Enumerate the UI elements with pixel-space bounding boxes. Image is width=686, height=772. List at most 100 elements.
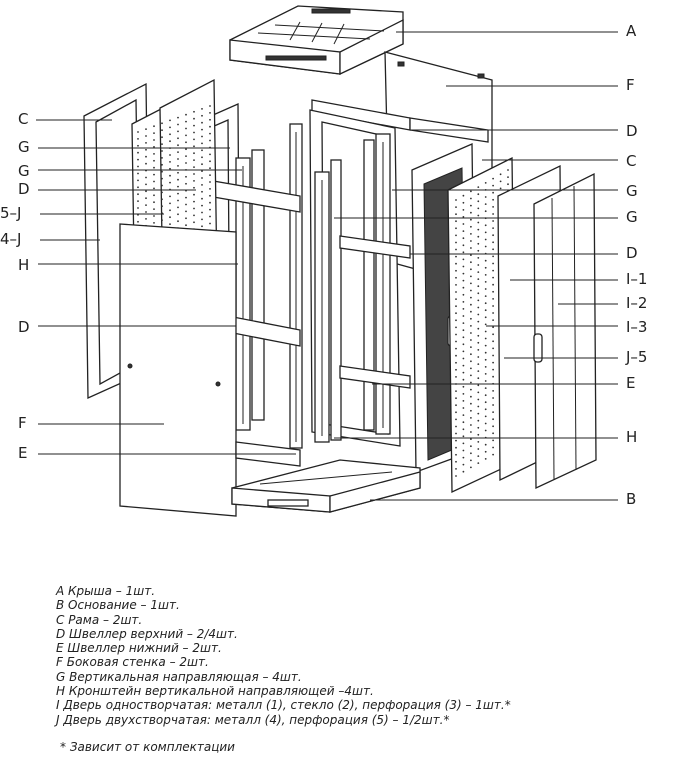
perforation-dot [455,305,457,308]
perforation-dot [462,393,465,395]
perforation-dot [201,108,203,110]
perforation-dot [462,258,465,261]
perforation-dot [177,158,179,160]
perforation-dot [492,319,494,321]
perforation-dot [462,343,465,346]
perforation-dot [209,222,211,225]
perforation-dot [492,177,494,180]
callout-label: H [626,428,637,446]
perforation-dot [455,269,457,272]
perforation-dot [137,158,139,161]
perforation-dot [169,119,171,122]
perforation-dot [470,218,472,221]
perforation-dot [153,125,155,128]
perforation-dot [145,204,147,207]
perforation-dot [484,351,487,354]
perforation-dot [470,303,472,306]
perforation-dot [477,327,480,330]
perforation-dot [209,105,211,107]
perforation-dot [185,141,187,144]
perforation-dot [462,364,465,367]
perforation-dot [462,315,465,317]
perforation-dot [185,217,187,220]
perforation-dot [470,275,472,278]
perforation-dot [177,192,179,195]
perforation-dot [455,262,457,265]
perforation-dot [484,323,487,326]
perforation-dot [169,161,171,163]
perforation-dot [470,417,472,419]
perforation-dot [455,213,457,216]
perforation-dot [477,349,480,351]
perforation-dot [169,216,171,219]
perforation-dot [209,139,211,142]
perforation-dot [145,211,147,213]
perforation-dot [185,148,187,151]
legend-row-i: I Дверь одностворчатая: металл (1), стек… [56,698,511,713]
perforation-dot [462,350,465,353]
perforation-dot [499,187,502,190]
perforation-dot [177,178,179,181]
perforation-dot [477,356,480,358]
perforation-dot [455,199,457,201]
perforation-dot [209,215,211,218]
perforation-dot [201,114,203,117]
perforation-dot [462,201,465,204]
perforation-dot [477,448,480,450]
perforation-dot [177,144,179,147]
perforation-dot [455,418,457,421]
perforation-dot [137,144,139,147]
perforation-dot [455,234,457,237]
perforation-dot [462,279,465,282]
perforation-dot [470,317,472,320]
perforation-dot [169,126,171,129]
perforation-dot [462,301,465,303]
perforation-dot [455,319,457,322]
perforation-dot [161,129,163,132]
perforation-dot [462,407,465,409]
perforation-dot [477,214,480,217]
perforation-dot [470,402,472,405]
perforation-dot [201,218,203,221]
perforation-dot [477,249,480,252]
perforation-dot [462,449,465,452]
perforation-dot [177,137,179,140]
perforation-dot [209,188,211,190]
perforation-dot [161,205,163,208]
perforation-dot [137,193,139,196]
perforation-dot [499,173,502,176]
perforation-dot [484,224,487,227]
perforation-dot [455,241,457,244]
perforation-dot [477,462,480,464]
perforation-dot [153,166,155,169]
perforation-dot [492,269,494,272]
perforation-dot [177,151,179,154]
perforation-dot [161,184,163,187]
perforation-dot [209,194,211,197]
perforation-dot [470,381,472,384]
perforation-dot [462,322,465,324]
perforation-dot [153,146,155,148]
perforation-dot [470,424,472,426]
perforation-dot [153,153,155,155]
perforation-dot [462,470,465,473]
perforation-dot [484,415,487,418]
perforation-dot [455,368,457,371]
perforation-dot [477,334,480,337]
perforation-dot [492,241,494,244]
callout-label: D [626,244,638,262]
perforation-dot [185,182,187,185]
perforation-dot [492,248,494,251]
perforation-dot [470,360,472,363]
perforation-dot [161,191,163,194]
perforation-dot [193,200,195,203]
perforation-dot [484,366,487,368]
perforation-dot [185,127,187,130]
perforation-dot [484,422,487,425]
perforation-dot [177,123,179,126]
callout-label: D [18,180,30,198]
perforation-dot [484,302,487,305]
perforation-dot [455,340,457,343]
perforation-dot [484,401,487,404]
perforation-dot [470,261,472,264]
